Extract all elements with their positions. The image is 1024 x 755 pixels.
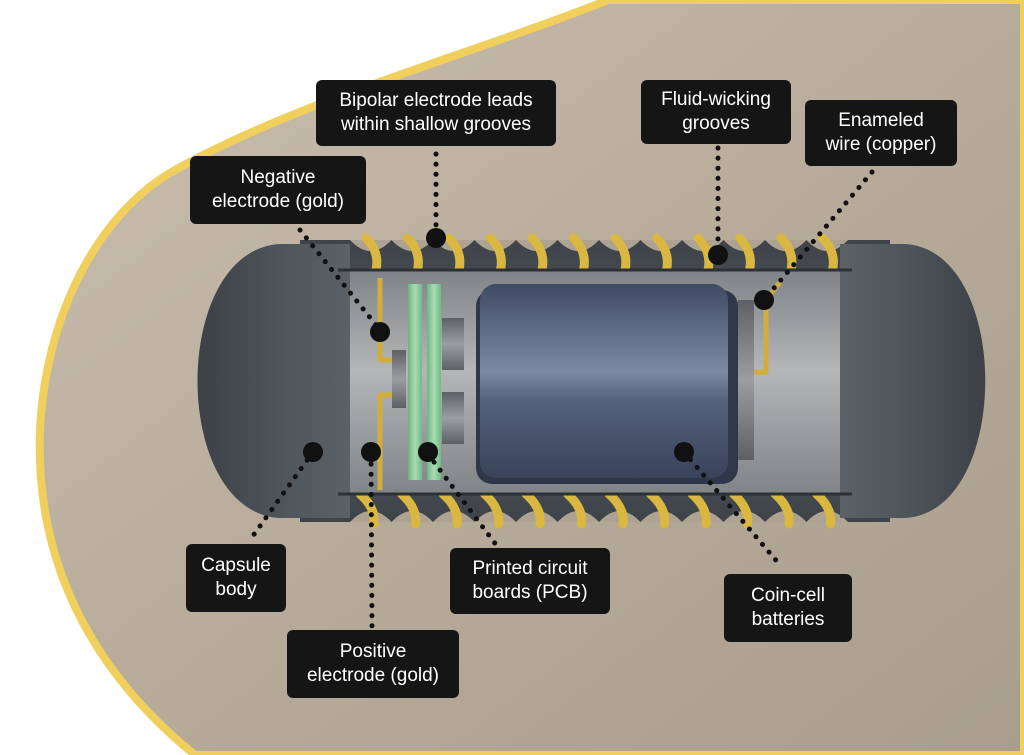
label-capsule-body: Capsule body	[186, 544, 286, 612]
coil-winding-top	[403, 233, 423, 275]
negative-electrode-pad	[392, 350, 406, 408]
contact-tab-2	[442, 392, 464, 444]
label-capsule-body-line2: body	[215, 579, 257, 600]
label-bipolar-leads-line1: Bipolar electrode leads	[339, 90, 533, 111]
bottom-coils	[355, 489, 836, 529]
coil-winding-bottom	[521, 489, 545, 529]
pcb-board-1	[408, 284, 422, 480]
label-pcb: Printed circuit boards (PCB)	[450, 548, 610, 614]
battery-end-tab	[738, 300, 754, 460]
label-positive-electrode-line2: electrode (gold)	[306, 665, 440, 686]
coil-winding-bottom	[355, 489, 379, 529]
label-coin-cell: Coin-cell batteries	[724, 574, 852, 642]
contact-tab-1	[442, 318, 464, 370]
coil-winding-bottom	[438, 489, 462, 529]
label-enameled-wire-line1: Enameled	[838, 110, 924, 131]
label-positive-electrode-line1: Positive	[339, 641, 407, 662]
coil-winding-bottom	[397, 489, 421, 529]
coil-winding-top	[444, 233, 465, 275]
label-negative-electrode-line1: Negative	[240, 167, 316, 188]
coil-winding-bottom	[563, 489, 587, 529]
top-coils	[361, 233, 838, 275]
label-fluid-grooves-line2: grooves	[682, 113, 750, 134]
coin-cell-battery	[480, 284, 728, 478]
dot-coin-cell	[674, 442, 694, 462]
label-pcb-line1: Printed circuit	[472, 558, 588, 579]
coil-winding-top	[693, 233, 714, 275]
coil-winding-bottom	[729, 489, 753, 529]
capsule-end-cap-left	[197, 244, 350, 518]
label-bipolar-leads: Bipolar electrode leads within shallow g…	[316, 80, 556, 146]
coil-winding-top	[652, 233, 672, 275]
label-coin-cell-line1: Coin-cell	[751, 585, 825, 606]
coil-winding-bottom	[770, 489, 794, 529]
label-bipolar-leads-line2: within shallow grooves	[340, 114, 532, 135]
coil-winding-top	[486, 233, 506, 275]
leader-lines	[247, 145, 875, 631]
dot-negative-electrode	[370, 322, 390, 342]
coil-winding-top	[527, 233, 548, 275]
label-capsule-body-line1: Capsule	[201, 555, 271, 576]
label-negative-electrode-line2: electrode (gold)	[211, 191, 345, 212]
enameled-wire	[754, 280, 782, 375]
label-coin-cell-line2: batteries	[751, 609, 825, 630]
coil-winding-top	[735, 233, 755, 275]
label-enameled-wire: Enameled wire (copper)	[805, 100, 957, 166]
dot-capsule-body	[303, 442, 323, 462]
capsule-end-cap-right	[840, 244, 986, 518]
coil-winding-bottom	[812, 489, 836, 529]
dot-enameled-wire	[754, 290, 774, 310]
coil-winding-top	[818, 233, 838, 275]
label-positive-electrode: Positive electrode (gold)	[287, 630, 459, 698]
label-negative-electrode: Negative electrode (gold)	[190, 156, 366, 224]
label-pcb-line2: boards (PCB)	[472, 582, 588, 603]
coil-winding-bottom	[646, 489, 670, 529]
coil-winding-top	[361, 233, 382, 275]
dot-positive-electrode	[361, 442, 381, 462]
label-fluid-grooves-line1: Fluid-wicking	[661, 89, 771, 110]
coil-winding-top	[776, 233, 797, 275]
dot-pcb	[418, 442, 438, 462]
label-enameled-wire-line2: wire (copper)	[825, 134, 937, 155]
coil-winding-top	[569, 233, 589, 275]
coil-winding-bottom	[604, 489, 628, 529]
label-fluid-grooves: Fluid-wicking grooves	[641, 80, 791, 144]
coil-winding-bottom	[687, 489, 711, 529]
leader-dots	[303, 228, 774, 462]
dot-fluid-grooves	[708, 245, 728, 265]
coil-winding-top	[610, 233, 631, 275]
dot-bipolar-leads	[426, 228, 446, 248]
pcb-board-2	[427, 284, 441, 480]
coil-winding-bottom	[480, 489, 504, 529]
